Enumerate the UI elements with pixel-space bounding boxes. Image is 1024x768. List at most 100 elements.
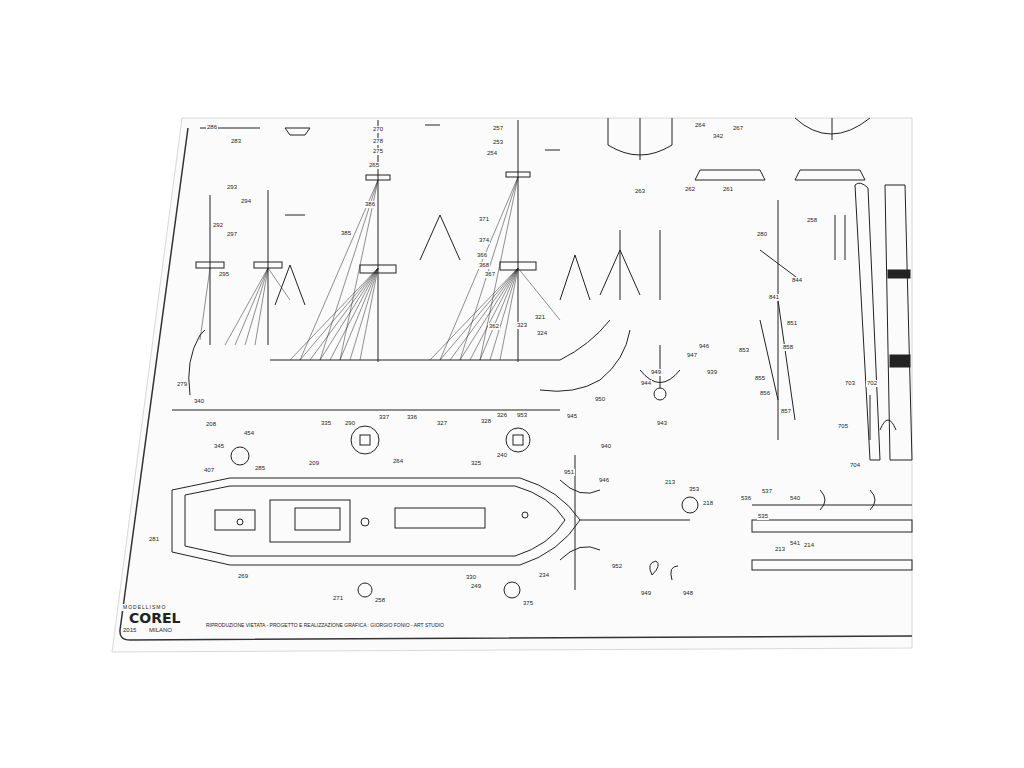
callout-number: 321 <box>534 314 546 321</box>
callout-number: 330 <box>465 574 477 581</box>
callout-number: 257 <box>492 125 504 132</box>
callout-number: 337 <box>378 414 390 421</box>
callout-number: 208 <box>205 421 217 428</box>
callout-number: 325 <box>470 460 482 467</box>
callout-number: 703 <box>844 380 856 387</box>
callout-number: 270 <box>372 126 384 133</box>
copyright-note: RIPRODUZIONE VIETATA - PROGETTO E REALIZ… <box>205 622 445 629</box>
callout-number: 844 <box>791 277 803 284</box>
callout-number: 368 <box>478 262 490 269</box>
callout-number: 262 <box>684 186 696 193</box>
callout-number: 264 <box>392 458 404 465</box>
callout-number: 950 <box>594 396 606 403</box>
callout-number: 290 <box>344 420 356 427</box>
callout-number: 541 <box>789 540 801 547</box>
callout-number: 218 <box>702 500 714 507</box>
callout-number: 328 <box>480 418 492 425</box>
callout-number: 540 <box>789 495 801 502</box>
callout-number: 265 <box>368 162 380 169</box>
callout-number: 536 <box>740 495 752 502</box>
callout-number: 253 <box>492 139 504 146</box>
callout-number: 945 <box>566 413 578 420</box>
callout-number: 851 <box>786 320 798 327</box>
callout-number: 947 <box>686 352 698 359</box>
callout-number: 254 <box>486 150 498 157</box>
callout-number: 362 <box>488 323 500 330</box>
callout-number: 297 <box>226 231 238 238</box>
callout-number: 940 <box>600 443 612 450</box>
callout-number: 537 <box>761 488 773 495</box>
callout-number: 375 <box>522 600 534 607</box>
callout-number: 213 <box>774 546 786 553</box>
callout-number: 263 <box>634 188 646 195</box>
callout-number: 294 <box>240 198 252 205</box>
callout-number: 261 <box>722 186 734 193</box>
callout-number: 857 <box>780 408 792 415</box>
callout-number: 340 <box>193 398 205 405</box>
callout-number: 336 <box>406 414 418 421</box>
callout-number: 939 <box>706 369 718 376</box>
callout-number: 944 <box>640 380 652 387</box>
logo-text: MILANO <box>148 627 173 634</box>
callout-number: 943 <box>656 420 668 427</box>
callout-number: 454 <box>243 430 255 437</box>
callout-number: 258 <box>806 217 818 224</box>
callout-number: 281 <box>148 536 160 543</box>
callout-number: 953 <box>516 412 528 419</box>
callout-number: 214 <box>803 542 815 549</box>
callout-number: 948 <box>682 590 694 597</box>
callout-number: 295 <box>218 271 230 278</box>
callout-number: 335 <box>320 420 332 427</box>
callout-number: 345 <box>213 443 225 450</box>
callout-number: 702 <box>866 380 878 387</box>
callout-number: 213 <box>664 479 676 486</box>
callout-number: 286 <box>206 124 218 131</box>
callout-number: 855 <box>754 375 766 382</box>
callout-number: 374 <box>478 237 490 244</box>
callout-number: 385 <box>340 230 352 237</box>
callout-number: 952 <box>611 563 623 570</box>
callout-number: 858 <box>782 344 794 351</box>
callout-number: 283 <box>230 138 242 145</box>
callout-number: 946 <box>698 343 710 350</box>
callout-number: 267 <box>732 125 744 132</box>
callout-number: 264 <box>694 122 706 129</box>
callout-number: 285 <box>254 465 266 472</box>
callout-number: 275 <box>372 148 384 155</box>
callout-number: 353 <box>688 486 700 493</box>
callout-number: 327 <box>436 420 448 427</box>
callout-number: 249 <box>470 583 482 590</box>
logo-text: MODELLISMO <box>122 604 167 611</box>
callout-number: 949 <box>650 369 662 376</box>
callout-number: 371 <box>478 216 490 223</box>
callout-number: 342 <box>712 133 724 140</box>
callout-number: 326 <box>496 412 508 419</box>
callout-number: 366 <box>476 252 488 259</box>
brand-logo: COREL <box>128 611 181 626</box>
callout-number: 367 <box>484 271 496 278</box>
callout-number: 853 <box>738 347 750 354</box>
callout-number: 386 <box>364 201 376 208</box>
callout-number: 951 <box>563 469 575 476</box>
callout-number: 292 <box>212 222 224 229</box>
callout-number: 841 <box>768 294 780 301</box>
callout-number: 856 <box>759 390 771 397</box>
logo-text: 2015 <box>122 627 137 634</box>
callout-number: 278 <box>372 138 384 145</box>
callout-number: 324 <box>536 330 548 337</box>
callout-number: 240 <box>496 452 508 459</box>
callout-number: 280 <box>756 231 768 238</box>
callout-number: 949 <box>640 590 652 597</box>
callout-number: 293 <box>226 184 238 191</box>
callout-number: 535 <box>757 513 769 520</box>
callout-number: 271 <box>332 595 344 602</box>
callout-number: 234 <box>538 572 550 579</box>
callout-number: 946 <box>598 477 610 484</box>
callout-number: 209 <box>308 460 320 467</box>
callout-number: 407 <box>203 467 215 474</box>
callout-number: 705 <box>837 423 849 430</box>
callout-number: 704 <box>849 462 861 469</box>
callout-number: 279 <box>176 381 188 388</box>
callout-number: 269 <box>237 573 249 580</box>
callout-number: 258 <box>374 597 386 604</box>
